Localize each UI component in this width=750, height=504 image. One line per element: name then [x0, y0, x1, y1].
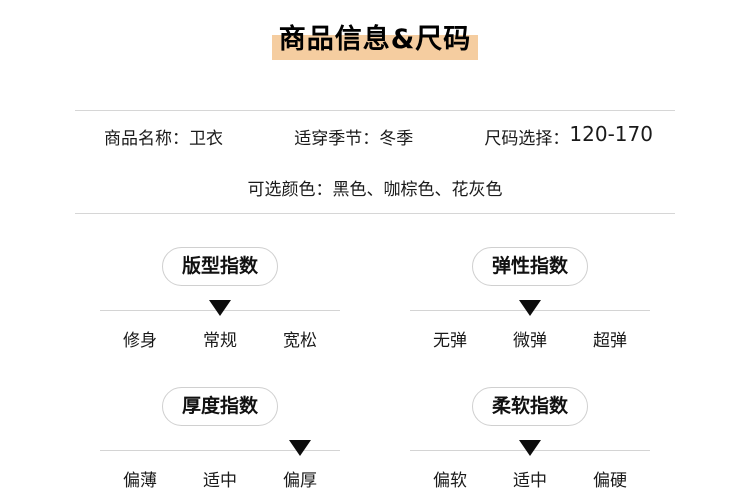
- field-season: 适穿季节： 冬季: [294, 124, 413, 149]
- option-label: 偏薄: [123, 471, 157, 491]
- thickness-index-track: [100, 440, 340, 456]
- info-row-main: 商品名称： 卫衣 适穿季节： 冬季 尺码选择： 120-170: [75, 111, 675, 161]
- index-section-elasticity: 弹性指数 无弹 微弹 超弹: [410, 247, 650, 351]
- elasticity-index-options: 无弹 微弹 超弹: [410, 326, 650, 351]
- option-label: 偏软: [433, 471, 467, 491]
- option-label: 微弹: [513, 331, 547, 351]
- field-product-name: 商品名称： 卫衣: [104, 124, 223, 149]
- season-label: 适穿季节：: [294, 128, 380, 149]
- product-name-label: 商品名称：: [104, 128, 189, 149]
- softness-pill-wrap: 柔软指数: [410, 387, 650, 426]
- field-size-range: 尺码选择： 120-170: [484, 122, 653, 149]
- info-table: 商品名称： 卫衣 适穿季节： 冬季 尺码选择： 120-170 可选颜色： 黑色…: [75, 110, 675, 214]
- option-label: 宽松: [283, 331, 317, 351]
- color-value: 黑色、咖棕色、花灰色: [332, 179, 503, 200]
- option-label: 适中: [513, 471, 547, 491]
- softness-index-options: 偏软 适中 偏硬: [410, 466, 650, 491]
- thickness-pill-wrap: 厚度指数: [100, 387, 340, 426]
- elasticity-index-pill: 弹性指数: [471, 247, 588, 286]
- softness-index-track: [410, 440, 650, 456]
- thickness-index-options: 偏薄 适中 偏厚: [100, 466, 340, 491]
- option-label: 修身: [123, 331, 157, 351]
- option-label: 偏硬: [593, 471, 627, 491]
- fit-index-options: 修身 常规 宽松: [100, 326, 340, 351]
- index-section-softness: 柔软指数 偏软 适中 偏硬: [410, 387, 650, 491]
- color-label: 可选颜色：: [247, 179, 333, 200]
- index-section-thickness: 厚度指数 偏薄 适中 偏厚: [100, 387, 340, 491]
- option-label: 无弹: [433, 331, 467, 351]
- fit-index-arrow-icon: [209, 300, 231, 316]
- thickness-index-arrow-icon: [288, 440, 311, 456]
- fit-pill-wrap: 版型指数: [100, 247, 340, 286]
- option-label: 偏厚: [283, 471, 317, 491]
- option-label: 超弹: [593, 331, 627, 351]
- season-value: 冬季: [379, 128, 414, 149]
- softness-index-arrow-icon: [519, 440, 541, 456]
- elasticity-index-arrow-icon: [519, 300, 541, 316]
- page-title: 商品信息&尺码: [271, 21, 479, 60]
- option-label: 适中: [203, 471, 237, 491]
- elasticity-pill-wrap: 弹性指数: [410, 247, 650, 286]
- header: 商品信息&尺码: [0, 0, 750, 60]
- info-row-colors: 可选颜色： 黑色、咖棕色、花灰色: [75, 161, 675, 213]
- option-label: 常规: [203, 331, 237, 351]
- index-section-fit: 版型指数 修身 常规 宽松: [100, 247, 340, 351]
- product-name-value: 卫衣: [189, 128, 223, 149]
- fit-index-pill: 版型指数: [161, 247, 278, 286]
- index-sections-row-2: 厚度指数 偏薄 适中 偏厚 柔软指数 偏软 适中 偏硬: [0, 387, 750, 491]
- thickness-index-pill: 厚度指数: [161, 387, 278, 426]
- size-label: 尺码选择：: [484, 128, 570, 149]
- title-highlight-bar: [271, 35, 479, 60]
- softness-index-pill: 柔软指数: [471, 387, 588, 426]
- fit-index-track: [100, 300, 340, 316]
- index-sections-row-1: 版型指数 修身 常规 宽松 弹性指数 无弹 微弹 超弹: [0, 247, 750, 351]
- elasticity-index-track: [410, 300, 650, 316]
- size-value: 120-170: [569, 122, 653, 146]
- page-title-text: 商品信息&尺码: [278, 24, 472, 55]
